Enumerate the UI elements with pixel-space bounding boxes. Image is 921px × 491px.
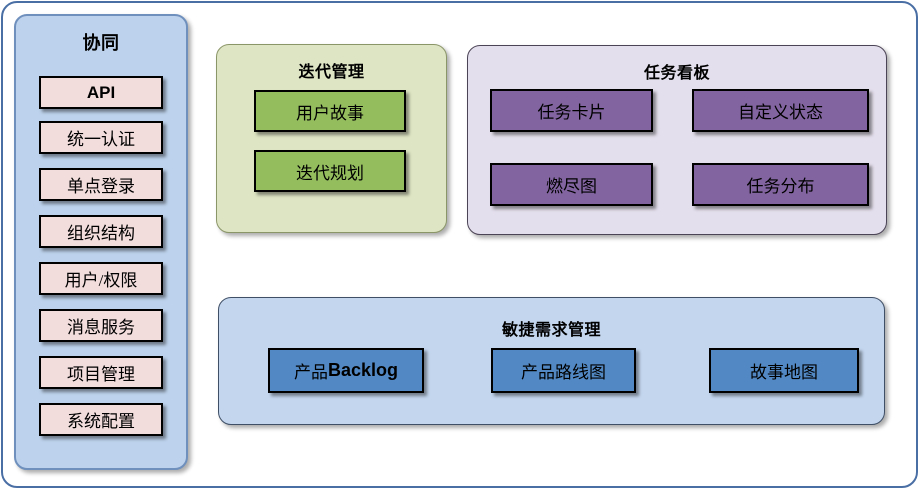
panel-task-board[interactable]: 任务看板 任务卡片 自定义状态 燃尽图 任务分布 xyxy=(467,45,887,235)
taskboard-item-task-card[interactable]: 任务卡片 xyxy=(490,89,653,132)
panel-agile-title: 敏捷需求管理 xyxy=(501,322,601,339)
agile-item-product-backlog-cjk: 产品 xyxy=(293,363,328,382)
agile-item-product-backlog-latin: Backlog xyxy=(327,360,399,380)
panel-collaboration-title: 协同 xyxy=(82,33,120,53)
taskboard-item-burndown-chart[interactable]: 燃尽图 xyxy=(490,163,653,206)
panel-iteration-title: 迭代管理 xyxy=(298,64,365,81)
collab-item-org-structure[interactable]: 组织结构 xyxy=(39,215,163,248)
collab-item-system-config[interactable]: 系统配置 xyxy=(39,403,163,436)
collab-item-project-mgmt[interactable]: 项目管理 xyxy=(39,356,163,389)
collab-item-unified-auth[interactable]: 统一认证 xyxy=(39,121,163,154)
taskboard-item-task-distribution[interactable]: 任务分布 xyxy=(692,163,869,206)
panel-iteration-management[interactable]: 迭代管理 用户故事 迭代规划 xyxy=(216,44,447,233)
panel-collaboration[interactable]: 协同 API 统一认证 单点登录 组织结构 用户/权限 消息服务 项目管理 系统… xyxy=(14,14,188,470)
collab-item-api[interactable]: API xyxy=(39,76,163,109)
agile-item-story-map[interactable]: 故事地图 xyxy=(709,348,859,393)
agile-item-product-roadmap[interactable]: 产品路线图 xyxy=(491,348,636,393)
collab-item-sso[interactable]: 单点登录 xyxy=(39,168,163,201)
iteration-item-iteration-plan[interactable]: 迭代规划 xyxy=(254,150,406,192)
iteration-item-user-story[interactable]: 用户故事 xyxy=(254,90,406,132)
taskboard-item-custom-status[interactable]: 自定义状态 xyxy=(692,89,869,132)
collab-item-message-service[interactable]: 消息服务 xyxy=(39,309,163,342)
panel-task-board-title: 任务看板 xyxy=(643,65,710,82)
collab-item-user-permission[interactable]: 用户/权限 xyxy=(39,262,163,295)
